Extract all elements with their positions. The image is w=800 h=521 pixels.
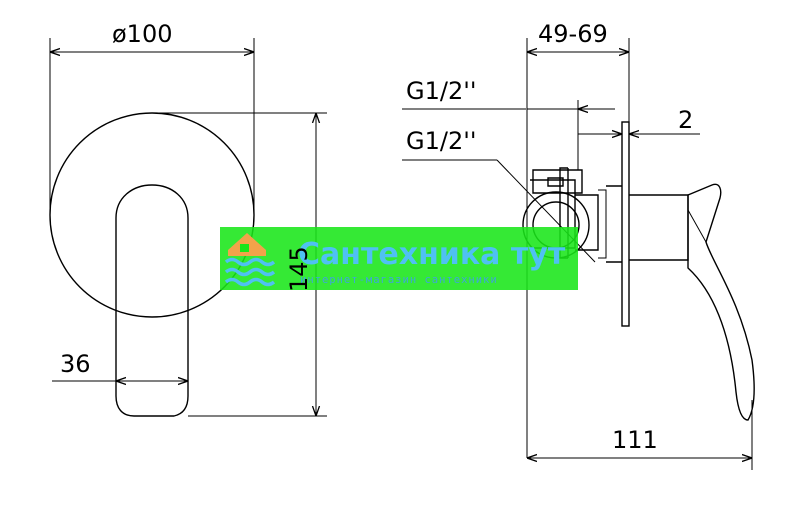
- wall-plate: [621, 121, 630, 327]
- length-label: 111: [612, 426, 658, 454]
- diameter-label: ø100: [112, 20, 173, 48]
- watermark-subtitle: интернет-магазин сантехники: [300, 274, 498, 286]
- side-lever: [687, 183, 755, 421]
- watermark: Сантехника тут интернет-магазин сантехни…: [220, 227, 578, 290]
- top-inlet: [532, 169, 583, 194]
- watermark-band: [220, 227, 578, 290]
- depth-range-label: 49-69: [538, 20, 608, 48]
- thread-bottom-label: G1/2'': [406, 127, 476, 155]
- house-logo-icon: [224, 233, 276, 287]
- diameter-dimension: [49, 38, 255, 213]
- thread-leader: [496, 159, 596, 263]
- plate-thickness-label: 2: [678, 106, 693, 134]
- spout-width-label: 36: [60, 350, 91, 378]
- threaded-neck: [575, 194, 599, 251]
- watermark-title: Сантехника тут: [298, 237, 566, 272]
- thread-top-dimension: [402, 100, 615, 170]
- length-dimension: [527, 400, 753, 470]
- height-label: 145: [285, 246, 313, 292]
- thread-top-label: G1/2'': [406, 77, 476, 105]
- lever-outline: [115, 184, 189, 417]
- handle-housing: [606, 185, 689, 263]
